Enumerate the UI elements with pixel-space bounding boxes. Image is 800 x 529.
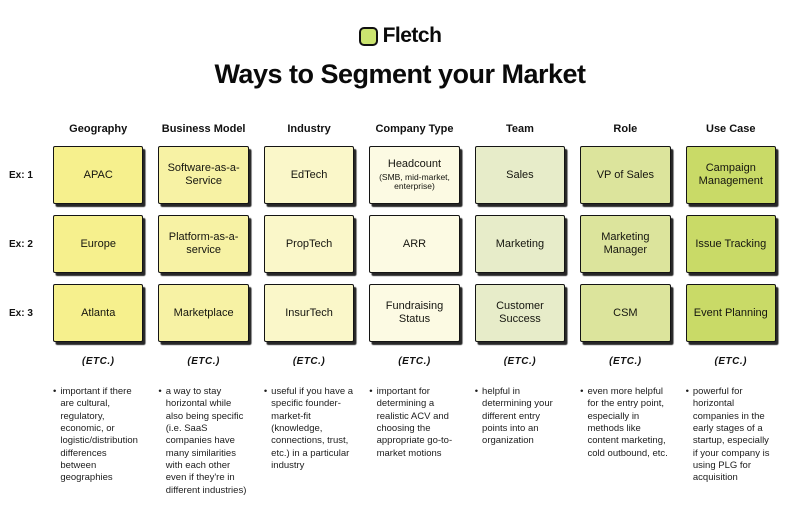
column-note-industry: • useful if you have a specific founder-… xyxy=(264,380,354,497)
note-text: a way to stay horizontal while also bein… xyxy=(165,386,247,496)
note-text: helpful in determining your different en… xyxy=(482,386,553,447)
example-label: Headcount xyxy=(387,157,442,170)
column-header-industry: Industry xyxy=(287,123,331,135)
etc-label: (ETC.) xyxy=(81,355,115,367)
example-label: Sales xyxy=(506,168,534,181)
example-box: APAC xyxy=(53,146,144,204)
column-header-role: Role xyxy=(613,123,638,135)
column-header-business-model: Business Model xyxy=(161,123,246,135)
column-note-business-model: • a way to stay horizontal while also be… xyxy=(158,380,248,497)
example-box: Event Planning xyxy=(685,284,776,342)
example-label: Atlanta xyxy=(81,306,116,319)
example-box: Customer Success xyxy=(474,284,566,342)
example-box: Europe xyxy=(53,215,144,273)
gutter xyxy=(6,120,38,135)
etc-label: (ETC.) xyxy=(503,355,537,367)
brand-name: Fletch xyxy=(382,24,442,47)
example-label: ARR xyxy=(402,237,427,250)
example-box: Issue Tracking xyxy=(685,215,776,273)
note-text: even more helpful for the entry point, e… xyxy=(587,386,668,459)
example-label: Fundraising Status xyxy=(385,300,444,325)
row-label-ex3: Ex: 3 xyxy=(9,307,33,319)
example-box: Software-as-a-Service xyxy=(158,146,249,204)
example-box: EdTech xyxy=(263,146,355,204)
example-label: Europe xyxy=(80,237,116,250)
page-title: Ways to Segment your Market xyxy=(214,59,586,89)
example-box: ARR xyxy=(369,215,460,273)
column-note-team: • helpful in determining your different … xyxy=(475,380,565,497)
fletch-logo-icon xyxy=(358,26,378,46)
bullet-icon: • xyxy=(580,386,584,397)
example-box: Sales xyxy=(474,146,566,204)
column-note-role: • even more helpful for the entry point,… xyxy=(580,380,670,497)
brand-logo: Fletch xyxy=(0,0,800,48)
bullet-icon: • xyxy=(474,386,479,397)
example-box: Marketing xyxy=(474,215,566,273)
example-box: VP of Sales xyxy=(580,146,671,204)
example-box: Atlanta xyxy=(53,284,144,342)
etc-label: (ETC.) xyxy=(714,355,747,367)
bullet-icon: • xyxy=(263,386,268,397)
etc-label: (ETC.) xyxy=(398,355,431,367)
bullet-icon: • xyxy=(685,386,689,397)
note-text: important if there are cultural, regulat… xyxy=(60,386,138,484)
row-label-ex2: Ex: 2 xyxy=(9,238,33,250)
example-label: Marketplace xyxy=(173,306,234,319)
etc-label: (ETC.) xyxy=(292,355,326,367)
note-text: important for determining a realistic AC… xyxy=(376,386,453,459)
column-header-geography: Geography xyxy=(69,123,128,135)
example-label: Issue Tracking xyxy=(695,237,767,250)
gutter xyxy=(6,353,38,369)
etc-label: (ETC.) xyxy=(609,355,642,367)
example-label: Campaign Management xyxy=(698,162,763,187)
example-box: InsurTech xyxy=(263,284,355,342)
column-note-company-type: • important for determining a realistic … xyxy=(369,380,459,497)
example-label: APAC xyxy=(83,168,113,181)
example-box: Campaign Management xyxy=(685,146,776,204)
etc-label: (ETC.) xyxy=(187,355,220,367)
example-box: Marketplace xyxy=(158,284,249,342)
example-label: Customer Success xyxy=(496,300,544,325)
example-label: EdTech xyxy=(290,168,328,181)
example-label: Marketing xyxy=(495,237,545,250)
bullet-icon: • xyxy=(369,386,373,397)
example-label: VP of Sales xyxy=(596,168,654,181)
note-text: useful if you have a specific founder-ma… xyxy=(271,386,354,472)
example-box: PropTech xyxy=(263,215,355,273)
example-label: Event Planning xyxy=(693,306,768,319)
example-box: Platform-as-a-service xyxy=(158,215,249,273)
example-label: CSM xyxy=(613,306,638,319)
example-box: Headcount (SMB, mid-market, enterprise) xyxy=(369,146,460,204)
column-note-geography: • important if there are cultural, regul… xyxy=(53,380,143,497)
example-label: Platform-as-a-service xyxy=(168,231,239,256)
example-label: Marketing Manager xyxy=(601,231,650,256)
example-label: InsurTech xyxy=(285,306,333,319)
example-box: CSM xyxy=(580,284,671,342)
example-box: Marketing Manager xyxy=(580,215,671,273)
example-sublabel: (SMB, mid-market, enterprise) xyxy=(379,171,450,192)
gutter xyxy=(6,380,38,497)
column-header-use-case: Use Case xyxy=(706,123,756,135)
bullet-icon: • xyxy=(53,386,57,397)
row-label-ex1: Ex: 1 xyxy=(9,169,33,181)
column-header-company-type: Company Type xyxy=(375,123,454,135)
bullet-icon: • xyxy=(158,386,162,397)
note-text: powerful for horizontal companies in the… xyxy=(692,386,770,484)
column-header-team: Team xyxy=(505,123,534,135)
column-note-use-case: • powerful for horizontal companies in t… xyxy=(686,380,776,497)
example-box: Fundraising Status xyxy=(369,284,460,342)
example-label: PropTech xyxy=(285,237,333,250)
example-label: Software-as-a-Service xyxy=(167,162,240,187)
segmentation-grid: Geography Business Model Industry Compan… xyxy=(6,120,776,497)
